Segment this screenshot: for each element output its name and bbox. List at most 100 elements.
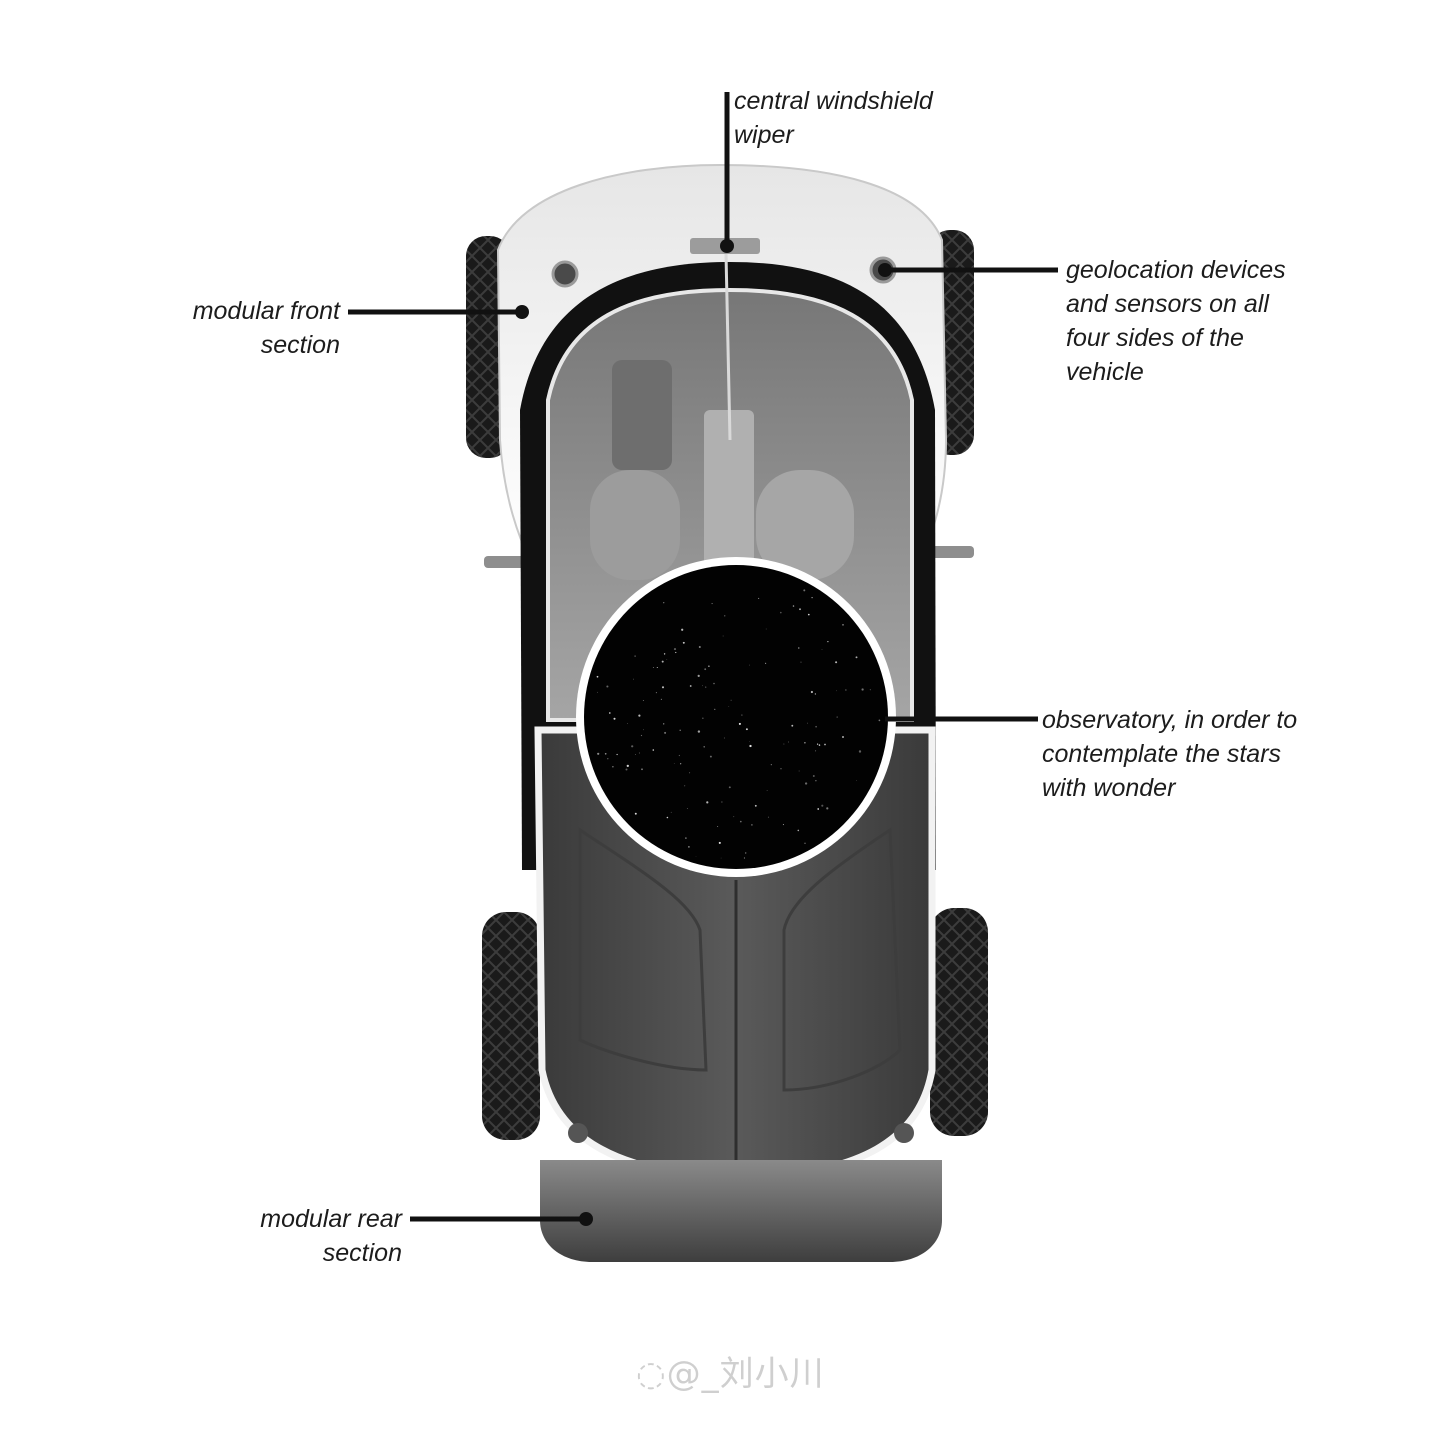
front-annotation: modular front section [130, 294, 340, 362]
star [766, 629, 767, 630]
star [635, 754, 636, 755]
star [813, 775, 815, 777]
star [879, 720, 881, 722]
star [639, 753, 640, 754]
star [713, 683, 715, 685]
star [612, 766, 613, 767]
wiper-annotation: central windshield wiper [734, 84, 1034, 152]
star [824, 744, 826, 746]
star [696, 856, 697, 857]
star [744, 857, 745, 858]
star [641, 735, 642, 736]
star [606, 685, 608, 687]
star [681, 629, 683, 631]
star [771, 764, 772, 765]
rear-bolt-right [894, 1123, 914, 1143]
rear-annotation: modular rear section [190, 1202, 402, 1270]
star [643, 700, 644, 701]
star [842, 736, 844, 738]
observatory-annotation: observatory, in order to contemplate the… [1042, 703, 1382, 805]
star [815, 750, 816, 751]
star [663, 723, 664, 724]
star [741, 715, 742, 716]
star [721, 801, 722, 802]
star [703, 746, 705, 748]
star [714, 709, 715, 710]
star [800, 662, 801, 663]
star [617, 754, 618, 755]
star [631, 745, 633, 747]
star [724, 615, 725, 616]
star [817, 808, 819, 810]
star [721, 858, 722, 859]
star [710, 756, 712, 758]
star [815, 726, 817, 728]
star [780, 612, 782, 614]
star [609, 712, 611, 714]
sensors-annotation-line-2: and sensors on all [1066, 287, 1396, 321]
star [729, 786, 731, 788]
star [607, 758, 608, 759]
star [708, 665, 710, 667]
rear-bolt-left [568, 1123, 588, 1143]
rear-right-tire [930, 908, 988, 1136]
star [805, 782, 807, 784]
star [662, 686, 664, 688]
observatory-annotation-line-2: contemplate the stars [1042, 737, 1382, 771]
star [641, 768, 643, 770]
star [663, 602, 664, 603]
sensors-annotation-line-3: four sides of the [1066, 321, 1396, 355]
sensors-annotation-line-4: vehicle [1066, 355, 1396, 389]
star [826, 807, 828, 809]
star [815, 780, 816, 781]
star [733, 816, 734, 817]
star [661, 699, 662, 700]
star [836, 690, 837, 691]
star [680, 763, 681, 764]
star [706, 801, 708, 803]
star [811, 597, 812, 598]
star [749, 665, 750, 666]
star [683, 642, 685, 644]
star [689, 772, 690, 773]
star [731, 700, 732, 701]
star [712, 603, 713, 604]
star [653, 667, 654, 668]
star [627, 765, 629, 767]
star [627, 723, 628, 724]
rear-annotation-line-2: section [190, 1236, 402, 1270]
front-annotation-line-1: modular front [130, 294, 340, 328]
rear-left-tire [482, 912, 540, 1140]
star [702, 718, 703, 719]
sensors-annotation-line-1: geolocation devices [1066, 253, 1396, 287]
star [827, 641, 828, 642]
star [870, 689, 871, 690]
star [836, 716, 837, 717]
star [811, 691, 813, 693]
steering-column [612, 360, 672, 470]
star [808, 614, 810, 616]
star [791, 725, 793, 727]
left-sensor [553, 262, 577, 286]
star [740, 821, 742, 823]
star [797, 830, 799, 832]
star [698, 675, 700, 677]
star [597, 753, 599, 755]
star [664, 732, 666, 734]
star [804, 742, 806, 744]
star [687, 808, 688, 809]
star [758, 598, 759, 599]
rear-leader-dot [579, 1212, 593, 1226]
star [822, 649, 823, 650]
watermark-text: @_刘小川 [667, 1354, 825, 1394]
star [597, 692, 598, 693]
star [675, 652, 676, 653]
sensors-leader-dot [878, 263, 892, 277]
star [679, 730, 680, 731]
star [724, 738, 725, 739]
star [749, 741, 750, 742]
rear-annotation-line-1: modular rear [190, 1202, 402, 1236]
star [643, 729, 644, 730]
star [674, 763, 675, 764]
star [633, 679, 634, 680]
